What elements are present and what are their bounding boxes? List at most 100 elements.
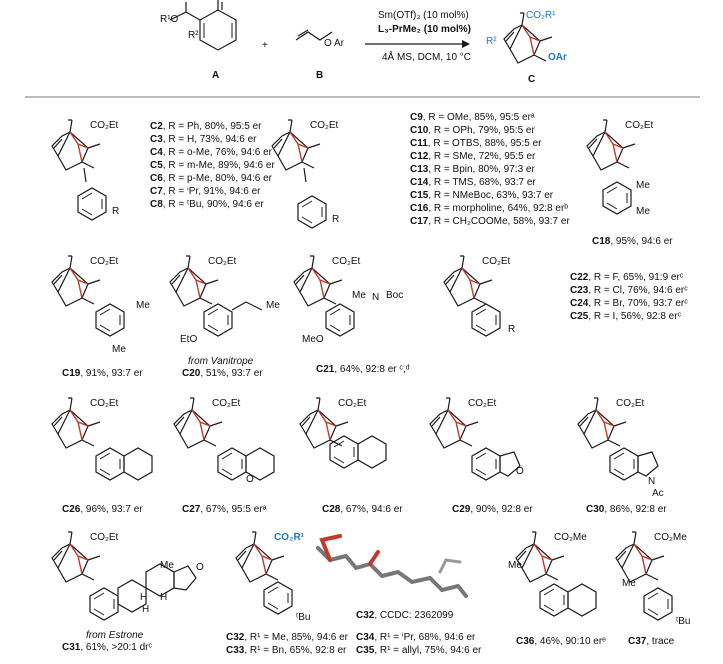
c32-ester: CO₂R¹ xyxy=(274,532,304,543)
c21-n: N xyxy=(372,292,380,303)
c32-tbu: ᵗBu xyxy=(296,612,311,623)
structure-c22-c25 xyxy=(443,255,501,337)
caption-c32-ccdc: C32, CCDC: 2362099 xyxy=(356,610,454,621)
catalyst-line-2: L₃-PrMe₂ (10 mol%) xyxy=(378,24,471,35)
c21-me: Me xyxy=(352,290,366,301)
caption-c18: C18, 95%, 94:6 er xyxy=(592,236,673,247)
c37-tbu: ᵗBu xyxy=(676,616,691,627)
c31-h2: H xyxy=(160,592,168,603)
c30-ac: Ac xyxy=(652,488,664,499)
crystal-structure-c32 xyxy=(316,534,468,598)
c18-me-1: Me xyxy=(636,180,650,191)
structure-c20 xyxy=(169,255,263,337)
structure-c18 xyxy=(586,119,636,215)
c20-eto: EtO xyxy=(180,334,198,345)
product-c-r2: R² xyxy=(486,36,497,47)
list-c2-c8: C2, R = Ph, 80%, 95:5 er C3, R = H, 73%,… xyxy=(150,121,275,211)
caption-c31: C31, 61%, >20:1 drᶜ xyxy=(62,642,152,653)
c30-ester: CO₂Et xyxy=(616,398,645,409)
entry-c13: C13, R = Bpin, 80%, 97:3 er xyxy=(410,164,535,175)
c18-me-2: Me xyxy=(636,206,650,217)
c20-me: Me xyxy=(266,300,280,311)
reactant-b-structure xyxy=(295,29,333,41)
caption-c33: C33, R¹ = Bn, 65%, 92:8 er xyxy=(226,645,347,656)
entry-c5: C5, R = m-Me, 89%, 94:6 er xyxy=(150,160,275,171)
reactant-a-r1o: R¹O xyxy=(160,14,179,25)
entry-c4: C4, R = o-Me, 76%, 94:6 er xyxy=(150,147,273,158)
structure-c30 xyxy=(577,397,659,481)
caption-c26: C26, 96%, 93:7 er xyxy=(62,504,143,515)
entry-c14: C14, R = TMS, 68%, 93:7 er xyxy=(410,177,536,188)
structure-c27 xyxy=(173,397,275,481)
reactant-a-structure xyxy=(169,0,237,51)
entry-c2: C2, R = Ph, 80%, 95:5 er xyxy=(150,121,262,132)
catalyst-line-1: Sm(OTf)₃ (10 mol%) xyxy=(378,10,469,21)
structure-c19 xyxy=(51,255,125,337)
structure-c21 xyxy=(293,255,355,337)
c29-o: O xyxy=(516,466,524,477)
caption-c28: C28, 67%, 94:6 er xyxy=(322,504,403,515)
c31-h1: H xyxy=(140,592,148,603)
reaction-conditions: 4Å MS, DCM, 10 °C xyxy=(382,52,472,63)
product-c-ester: CO₂R¹ xyxy=(526,10,556,21)
reactant-b-oar: O Ar xyxy=(324,38,345,49)
c19-ester: CO₂Et xyxy=(90,256,119,267)
entry-c24: C24, R = Br, 70%, 93:7 erᶜ xyxy=(570,298,688,309)
product-c-label: C xyxy=(528,74,536,85)
c20-ester: CO₂Et xyxy=(208,256,237,267)
entry-c8: C8, R = ᵗBu, 90%, 94:6 er xyxy=(150,199,264,210)
c30-n: N xyxy=(648,476,656,487)
c27-ester: CO₂Et xyxy=(212,398,241,409)
c37-me: Me xyxy=(622,578,636,589)
entry-c10: C10, R = OPh, 79%, 95:5 er xyxy=(410,125,535,136)
c19-me-1: Me xyxy=(136,300,150,311)
caption-c34: C34, R¹ = ⁱPr, 68%, 94:6 er xyxy=(356,632,476,643)
list-c9-c17: C9, R = OMe, 85%, 95:5 erᵃ C10, R = OPh,… xyxy=(410,112,570,228)
c19-me-2: Me xyxy=(112,344,126,355)
c27-o: O xyxy=(246,474,254,485)
caption-c20: C20, 51%, 93:7 er xyxy=(182,368,263,379)
structure-c31 xyxy=(51,531,197,621)
reactant-a-label: A xyxy=(212,70,220,81)
entry-c9: C9, R = OMe, 85%, 95:5 erᵃ xyxy=(410,112,535,123)
reactant-b-label: B xyxy=(316,70,324,81)
c31-me: Me xyxy=(160,560,174,571)
c9-r: R xyxy=(332,214,340,225)
caption-c37: C37, trace xyxy=(628,636,675,647)
c26-ester: CO₂Et xyxy=(90,398,119,409)
list-c22-c25: C22, R = F, 65%, 91:9 erᶜ C23, R = Cl, 7… xyxy=(570,272,688,323)
entry-c3: C3, R = H, 73%, 94:6 er xyxy=(150,134,257,145)
c37-ester: CO₂Me xyxy=(654,532,687,543)
c22-ester: CO₂Et xyxy=(482,256,511,267)
c31-h3: H xyxy=(142,604,150,615)
plus-sign: + xyxy=(262,40,268,51)
entry-c16: C16, R = morpholine, 64%, 92:8 erᵇ xyxy=(410,203,569,214)
c31-o: O xyxy=(196,562,204,573)
entry-c6: C6, R = p-Me, 80%, 94:6 er xyxy=(150,173,273,184)
c9-ester: CO₂Et xyxy=(310,120,339,131)
caption-c36: C36, 46%, 90:10 erᵉ xyxy=(516,636,606,647)
c36-me: Me xyxy=(508,560,522,571)
entry-c17: C17, R = CH₂COOMe, 58%, 93:7 er xyxy=(410,216,570,227)
c2-ester: CO₂Et xyxy=(90,120,119,131)
structure-c26 xyxy=(51,397,153,481)
caption-c35: C35, R¹ = allyl, 75%, 94:6 er xyxy=(356,645,482,656)
caption-c29: C29, 90%, 92:8 er xyxy=(452,504,533,515)
caption-c30: C30, 86%, 92:8 er xyxy=(586,504,667,515)
structure-c29 xyxy=(429,397,521,481)
reaction-arrow xyxy=(365,40,470,48)
c21-boc: Boc xyxy=(386,290,404,301)
caption-c27: C27, 67%, 95:5 erᵃ xyxy=(182,504,267,515)
structure-c37 xyxy=(615,531,673,621)
entry-c12: C12, R = SMe, 72%, 95:5 er xyxy=(410,151,536,162)
c29-ester: CO₂Et xyxy=(468,398,497,409)
c21-ester: CO₂Et xyxy=(332,256,361,267)
structure-c28 xyxy=(299,397,387,469)
entry-c15: C15, R = NMeBoc, 63%, 93:7 er xyxy=(410,190,554,201)
entry-c23: C23, R = Cl, 76%, 94:6 erᶜ xyxy=(570,285,688,296)
entry-c7: C7, R = ⁱPr, 91%, 94:6 er xyxy=(150,186,261,197)
c36-ester: CO₂Me xyxy=(554,532,587,543)
c22-r: R xyxy=(508,324,516,335)
structure-c2-c8 xyxy=(51,119,107,221)
